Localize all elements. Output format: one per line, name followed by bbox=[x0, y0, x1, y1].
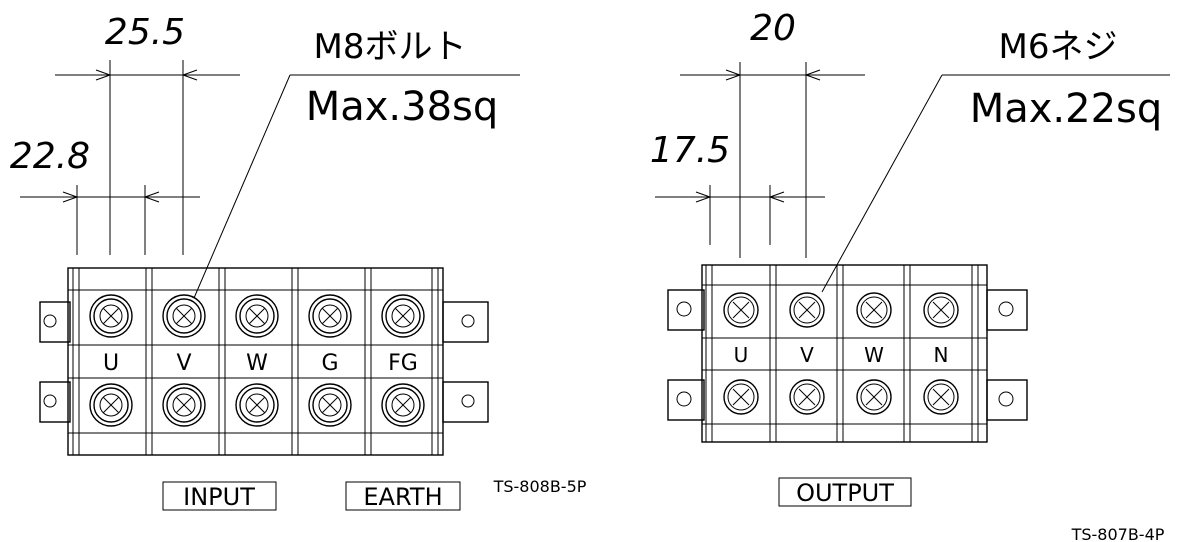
terminal-label: U bbox=[103, 351, 119, 376]
screw-icon bbox=[89, 294, 133, 338]
screw-icon bbox=[308, 294, 352, 338]
screw-icon bbox=[381, 294, 425, 338]
input-box bbox=[162, 481, 277, 511]
screw-icon bbox=[235, 294, 279, 338]
left-leader-line bbox=[193, 74, 520, 299]
left-terminal-labels: U V W G FG bbox=[103, 351, 418, 376]
earth-label: EARTH bbox=[363, 483, 442, 511]
screw-icon bbox=[162, 294, 206, 338]
right-capacity-label: Max.22sq bbox=[970, 86, 1163, 132]
right-width-label: 17.5 bbox=[650, 130, 730, 171]
screw-icon bbox=[235, 383, 279, 427]
screw-icon bbox=[308, 383, 352, 427]
left-width-dimension bbox=[20, 185, 200, 255]
input-label: INPUT bbox=[183, 483, 255, 511]
screw-icon bbox=[381, 383, 425, 427]
terminal-label: U bbox=[734, 343, 749, 367]
right-model-label: TS-807B-4P bbox=[1071, 525, 1165, 542]
right-terminal-labels: U V W N bbox=[734, 343, 949, 367]
left-block-body bbox=[39, 267, 489, 456]
left-model-label: TS-808B-5P bbox=[493, 477, 587, 496]
terminal-label: G bbox=[321, 351, 338, 376]
screw-icon bbox=[856, 292, 892, 328]
terminal-label: FG bbox=[388, 351, 418, 376]
right-leader-line bbox=[821, 74, 1170, 293]
right-terminal-block: 20 17.5 M6ネジ Max.22sq bbox=[650, 8, 1170, 542]
left-terminal-block: 25.5 22.8 M8ボルト Max.38sq bbox=[10, 12, 587, 511]
earth-box bbox=[345, 481, 461, 511]
output-label: OUTPUT bbox=[796, 479, 894, 507]
terminal-label: W bbox=[864, 343, 884, 367]
screw-icon bbox=[789, 379, 825, 415]
terminal-label: V bbox=[800, 343, 814, 367]
screw-icon bbox=[923, 379, 959, 415]
screw-icon bbox=[162, 383, 206, 427]
left-pitch-dimension bbox=[55, 60, 240, 255]
right-screws bbox=[723, 292, 959, 415]
right-pitch-label: 20 bbox=[750, 8, 796, 49]
left-width-label: 22.8 bbox=[10, 136, 90, 177]
right-width-dimension bbox=[655, 185, 825, 245]
screw-icon bbox=[89, 383, 133, 427]
output-box bbox=[778, 477, 912, 507]
screw-icon bbox=[723, 379, 759, 415]
left-capacity-label: Max.38sq bbox=[306, 84, 499, 130]
right-block-body bbox=[667, 264, 1028, 443]
left-screw-label: M8ボルト bbox=[314, 27, 467, 67]
terminal-label: N bbox=[934, 343, 949, 367]
right-pitch-dimension bbox=[680, 62, 865, 258]
terminal-label: W bbox=[246, 351, 268, 376]
right-screw-label: M6ネジ bbox=[999, 27, 1118, 67]
screw-icon bbox=[789, 292, 825, 328]
terminal-label: V bbox=[176, 351, 191, 376]
left-pitch-label: 25.5 bbox=[105, 12, 185, 53]
screw-icon bbox=[723, 292, 759, 328]
screw-icon bbox=[923, 292, 959, 328]
screw-icon bbox=[856, 379, 892, 415]
